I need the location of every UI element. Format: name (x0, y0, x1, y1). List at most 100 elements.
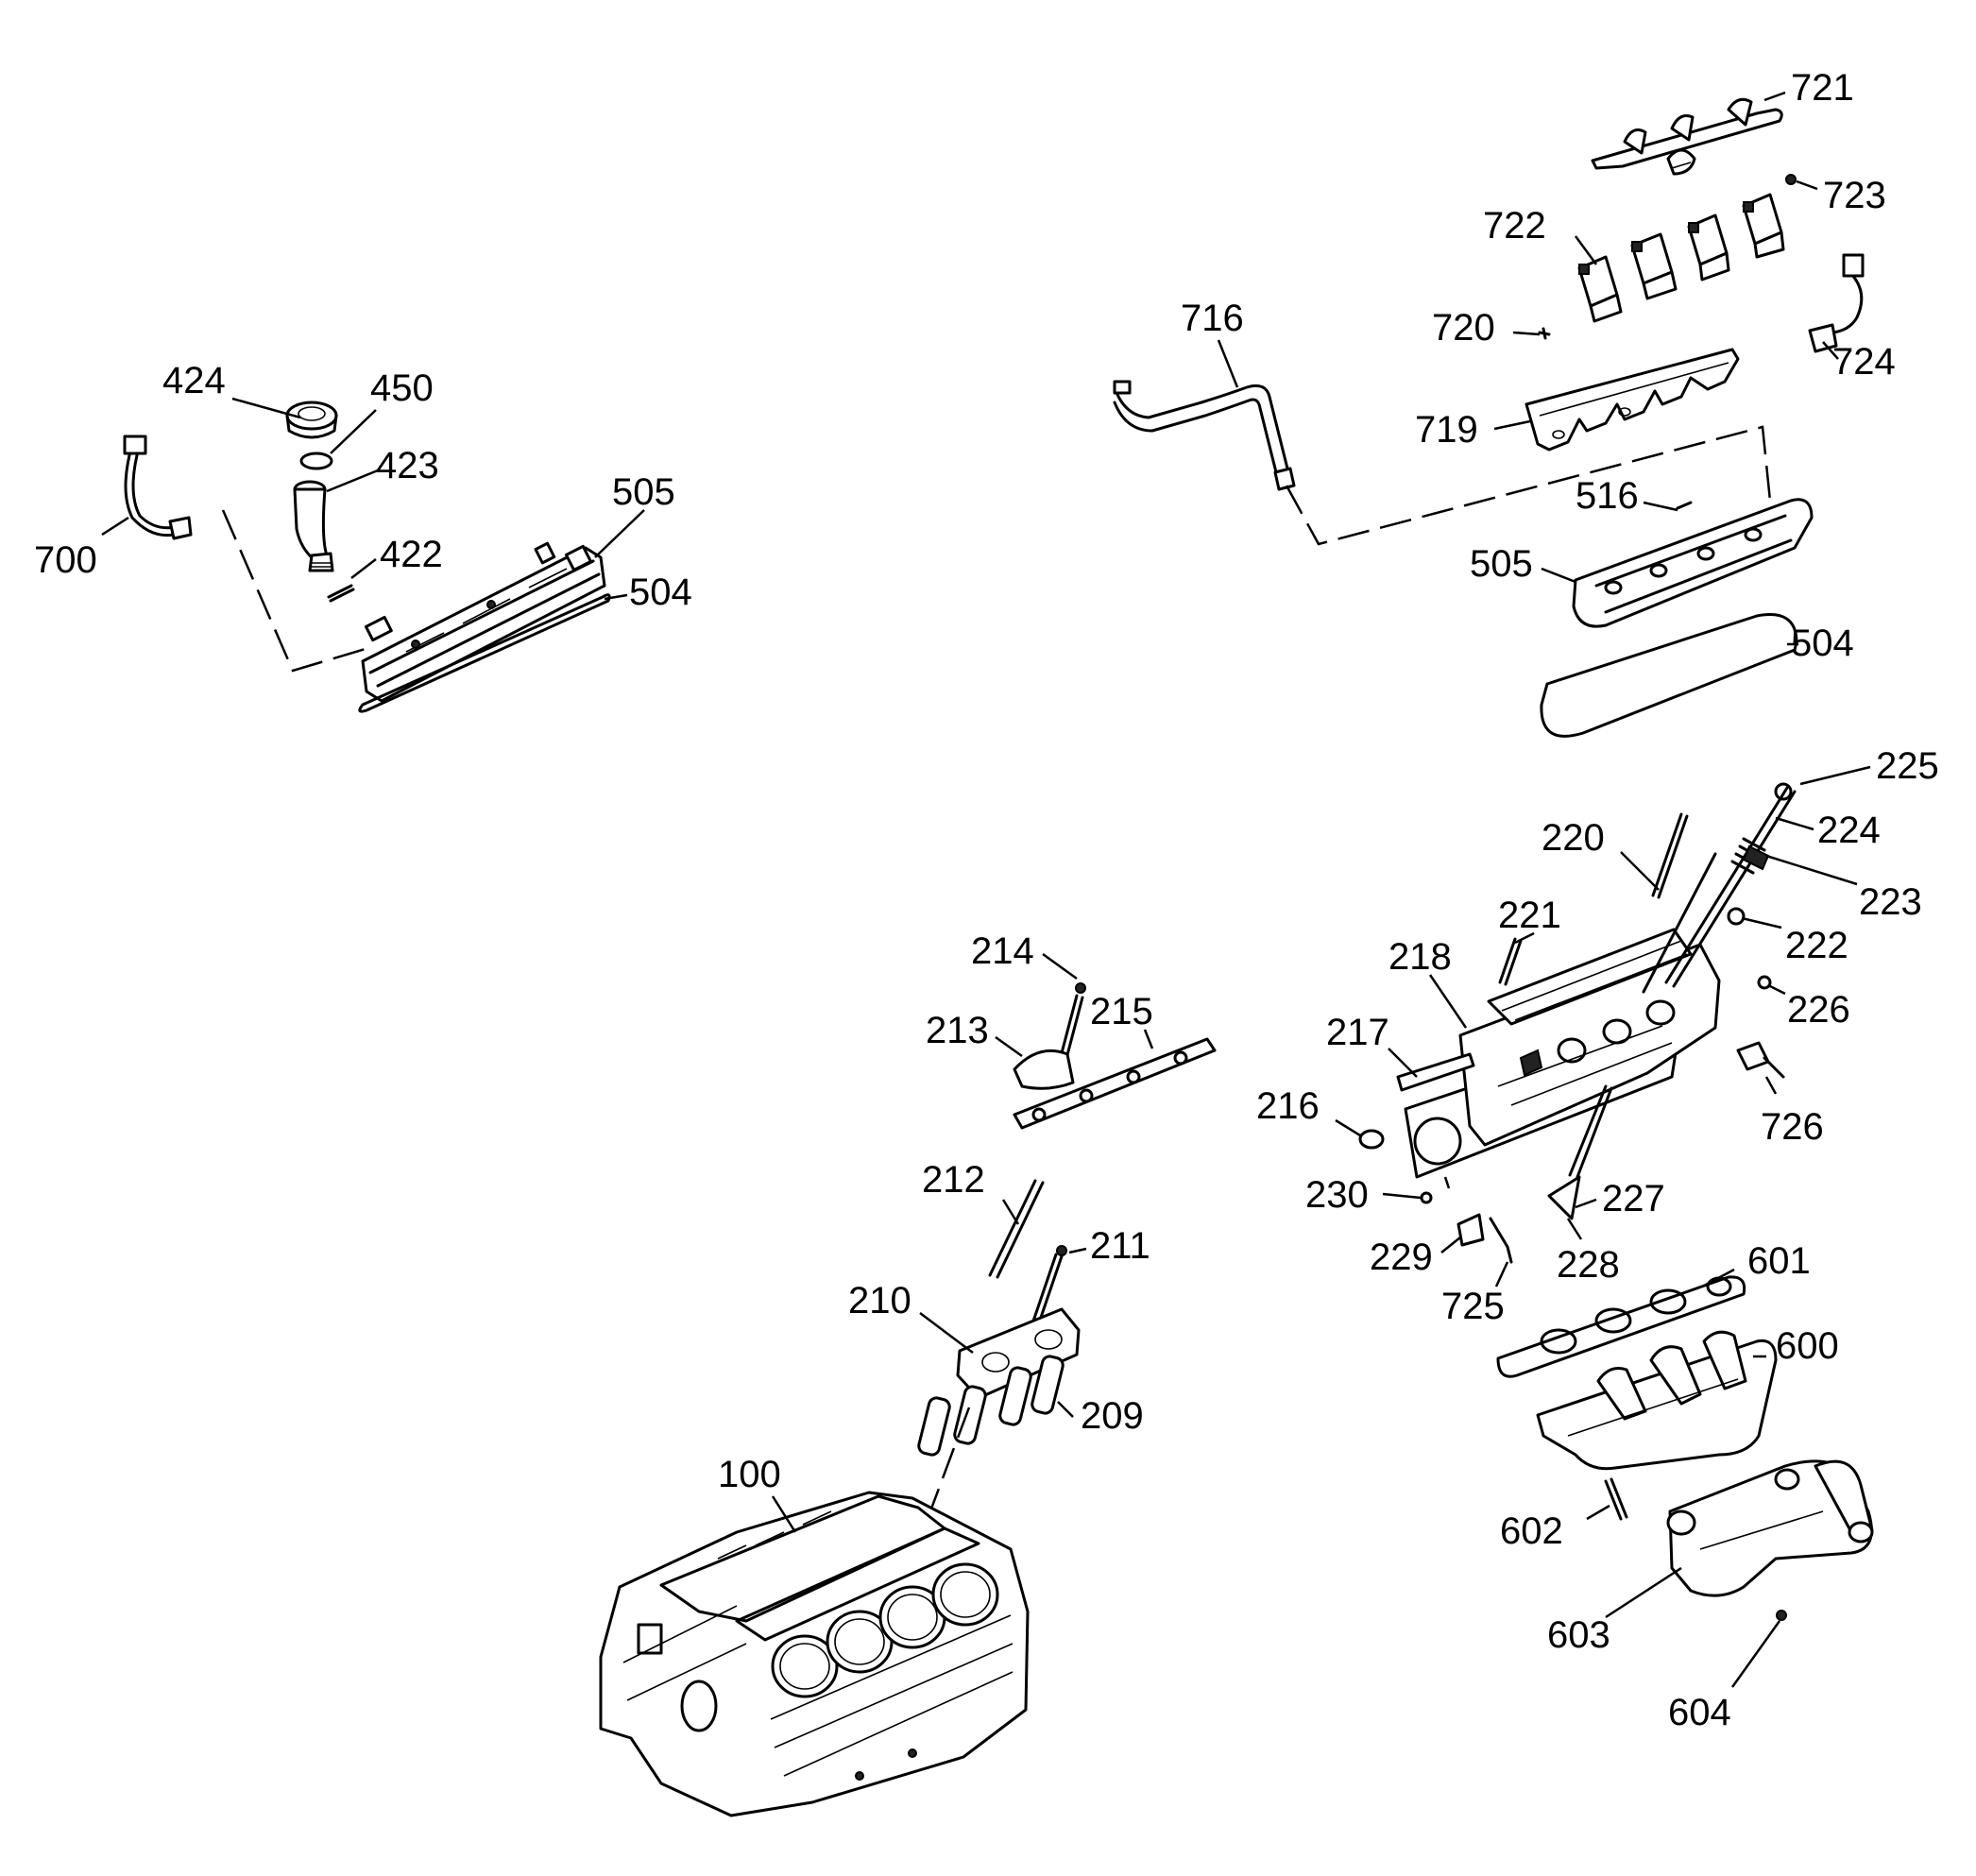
leader-723 (1796, 179, 1818, 191)
leader-214 (1042, 952, 1078, 981)
sensor-724 (1808, 253, 1865, 353)
leader-217 (1388, 1048, 1418, 1078)
callout-221: 221 (1498, 895, 1561, 936)
valve-cover-gasket-right (1540, 613, 1798, 738)
coil-bracket (1525, 348, 1740, 452)
callout-210: 210 (848, 1280, 911, 1322)
callout-504-right: 504 (1791, 622, 1854, 664)
left-valve-cover-group (101, 397, 645, 713)
leader-422 (350, 558, 377, 579)
callout-225: 225 (1876, 745, 1939, 787)
callout-721: 721 (1791, 67, 1854, 109)
lifter-guide (956, 1307, 1081, 1400)
valve-cover-gasket-left (358, 593, 611, 713)
oil-fill-tube (293, 480, 334, 572)
callout-722: 722 (1483, 205, 1546, 247)
callout-725: 725 (1441, 1286, 1505, 1327)
leader-604 (1730, 1620, 1781, 1688)
callout-423: 423 (376, 445, 439, 486)
callout-604: 604 (1668, 1692, 1731, 1733)
leader-229 (1440, 1236, 1461, 1254)
leader-602 (1586, 1504, 1610, 1521)
cylinder-head-group (1335, 765, 1871, 1288)
leader-209 (1057, 1401, 1074, 1418)
callout-224: 224 (1817, 810, 1881, 851)
exhaust-manifold-group (1496, 1268, 1874, 1688)
seal-222 (1727, 907, 1746, 926)
pushrod-212 (988, 1179, 1045, 1279)
callout-227: 227 (1602, 1178, 1665, 1219)
callout-222: 222 (1785, 925, 1848, 966)
callout-100: 100 (718, 1454, 781, 1495)
valve-head (1547, 1175, 1581, 1220)
callout-216: 216 (1256, 1085, 1320, 1127)
callout-229: 229 (1370, 1236, 1433, 1278)
bolt-723 (1785, 174, 1797, 185)
cylinder-head (1458, 928, 1721, 1147)
callout-719: 719 (1415, 409, 1478, 451)
o-ring (299, 452, 333, 470)
callout-220: 220 (1542, 817, 1605, 859)
sensor-726 (1736, 1041, 1785, 1079)
right-coil-cover-group (1113, 91, 1865, 738)
leader-dashed-lifters (914, 1407, 971, 1550)
leader-213 (995, 1035, 1023, 1058)
leader-724 (1822, 341, 1839, 360)
leader-601 (1705, 1268, 1735, 1287)
callout-209: 209 (1081, 1395, 1144, 1437)
callout-726: 726 (1761, 1106, 1824, 1148)
leader-211 (1068, 1247, 1087, 1254)
valve-lifters (917, 1355, 1065, 1457)
callout-505-left: 505 (612, 471, 675, 513)
callout-212: 212 (922, 1159, 985, 1201)
leader-725 (1494, 1261, 1509, 1288)
leader-210 (919, 1312, 974, 1354)
sensor-229 (1456, 1213, 1485, 1247)
plate (1396, 1052, 1475, 1092)
callout-600: 600 (1776, 1325, 1839, 1367)
callout-228: 228 (1557, 1244, 1620, 1286)
leader-222 (1741, 916, 1782, 929)
ignition-coils (1577, 193, 1785, 323)
leader-216 (1335, 1118, 1361, 1137)
leader-700 (101, 516, 129, 537)
valve-cover-right (1572, 498, 1814, 628)
leader-230 (1382, 1192, 1422, 1200)
valve-spring (1730, 837, 1770, 875)
leader-726 (1764, 1076, 1778, 1095)
leader-719 (1493, 419, 1531, 431)
leader-212 (1001, 1199, 1020, 1225)
leader-424 (231, 397, 301, 419)
leader-516 (1643, 501, 1678, 512)
leader-423 (326, 469, 379, 493)
callout-505-right: 505 (1470, 543, 1533, 585)
cap-225 (1774, 782, 1793, 801)
callout-217: 217 (1326, 1012, 1389, 1053)
leader-215 (1143, 1029, 1154, 1049)
leader-223 (1765, 854, 1858, 886)
rocker-rail (1013, 1037, 1217, 1130)
rocker-arm (1013, 1049, 1075, 1090)
callout-716: 716 (1181, 298, 1244, 339)
dowel-230 (1420, 1191, 1433, 1204)
callout-230: 230 (1305, 1174, 1369, 1216)
leader-220 (1620, 851, 1660, 891)
leader-228 (1566, 1218, 1583, 1240)
callout-424: 424 (162, 360, 226, 401)
sensor-harness (123, 435, 193, 540)
leader-722 (1574, 235, 1598, 265)
callout-218: 218 (1388, 936, 1452, 978)
leader-227 (1575, 1198, 1597, 1209)
leader-505-left (594, 509, 645, 558)
leader-721 (1763, 91, 1786, 102)
bolt-604 (1776, 1610, 1787, 1621)
leader-dashed-700 (221, 509, 369, 673)
callout-601: 601 (1747, 1240, 1811, 1282)
bolt-220 (1651, 812, 1689, 899)
leader-603 (1605, 1566, 1682, 1619)
leader-226 (1769, 984, 1786, 996)
callout-450: 450 (370, 367, 434, 409)
leader-450 (330, 409, 377, 454)
bolt-602 (1604, 1477, 1628, 1521)
